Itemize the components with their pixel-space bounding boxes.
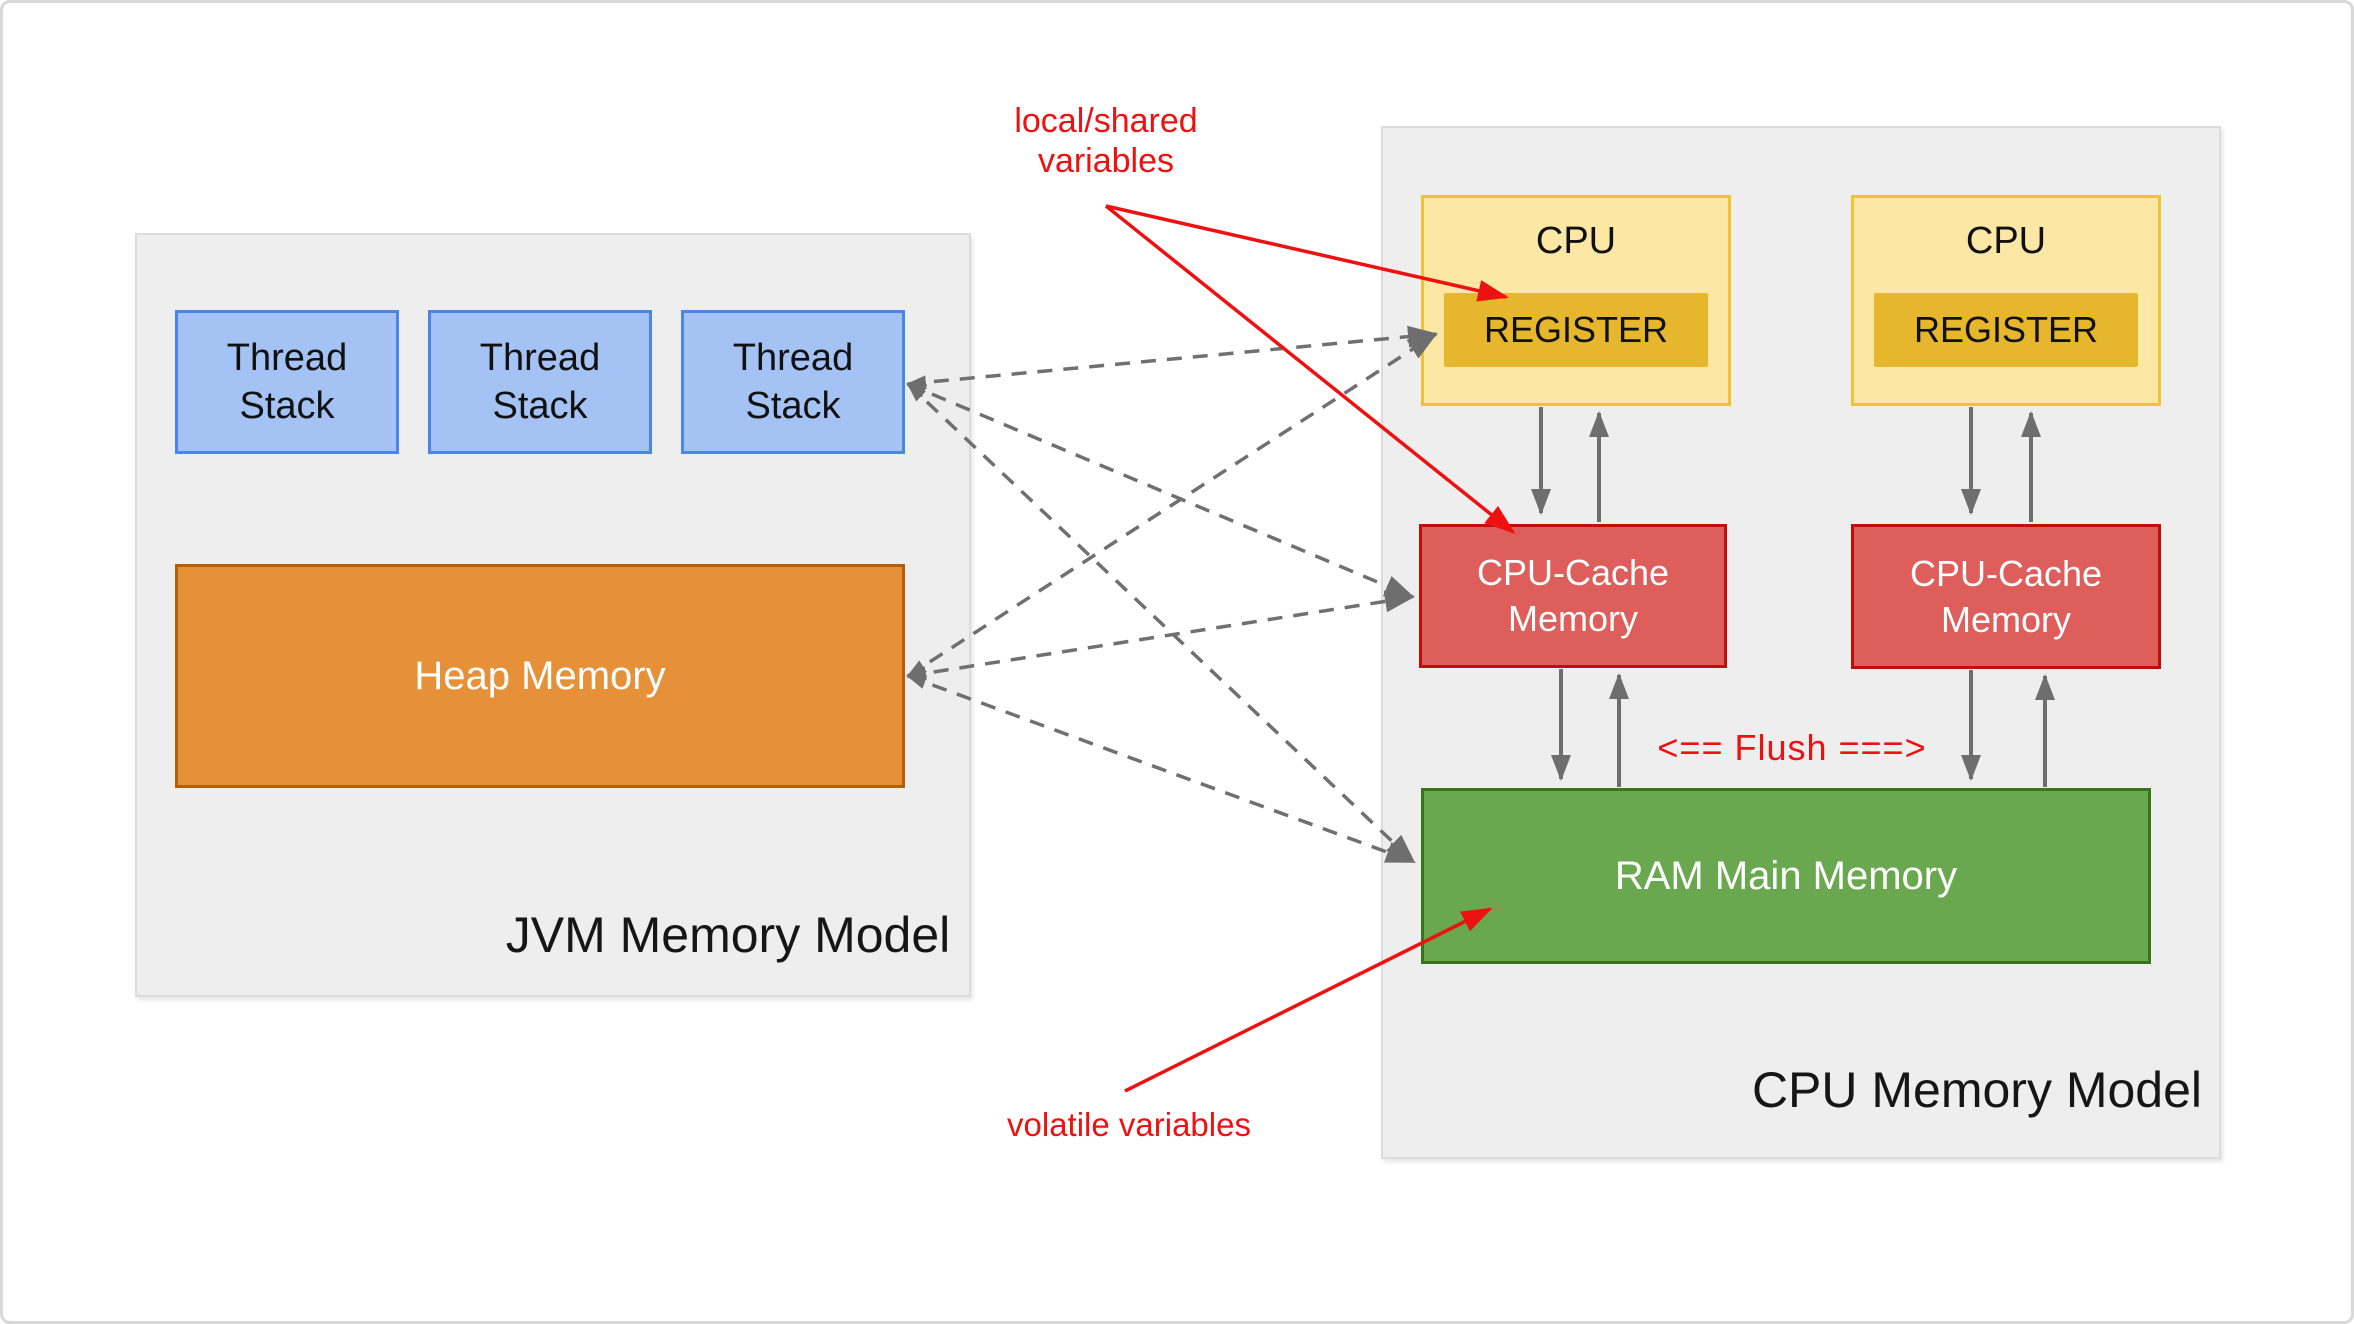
local-shared-line1: local/shared xyxy=(1014,102,1198,140)
thread-stack-label: Thread Stack xyxy=(226,337,348,427)
dashed-arrow-heap-to-cache xyxy=(906,590,1415,681)
dashed-arrow-heap-to-register xyxy=(906,332,1438,678)
cpu-cache-box-2: CPU-Cache Memory xyxy=(1851,524,2161,669)
register-label: REGISTER xyxy=(1483,309,1669,350)
dashed-arrow-thread-stack-to-ram xyxy=(906,382,1416,864)
thread-stack-box-3: Thread Stack xyxy=(681,310,905,454)
ram-main-memory-label: RAM Main Memory xyxy=(1614,853,1958,898)
local-shared-line2: variables xyxy=(1037,142,1175,180)
cpu-cache-label: CPU-Cache Memory xyxy=(1476,552,1670,639)
thread-stack-box-2: Thread Stack xyxy=(428,310,652,454)
register-label: REGISTER xyxy=(1913,309,2099,350)
cpu-label: CPU xyxy=(1535,220,1617,262)
thread-stack-label: Thread Stack xyxy=(479,337,601,427)
ram-main-memory-box: RAM Main Memory xyxy=(1421,788,2151,964)
heap-memory-box: Heap Memory xyxy=(175,564,905,788)
cpu-box-2: CPU REGISTER xyxy=(1851,195,2161,406)
heap-memory-label: Heap Memory xyxy=(414,653,666,698)
cpu-cache-label: CPU-Cache Memory xyxy=(1909,552,2103,640)
register-box-2: REGISTER xyxy=(1874,293,2138,367)
cpu-box-1: CPU REGISTER xyxy=(1421,195,1731,406)
thread-stack-label: Thread Stack xyxy=(732,337,854,427)
register-box-1: REGISTER xyxy=(1444,293,1708,367)
flush-note: <== Flush ===> xyxy=(1657,727,1927,768)
cpu-label: CPU xyxy=(1965,220,2047,262)
local-shared-variables-note: local/shared variables xyxy=(956,101,1256,181)
dashed-arrow-heap-to-ram xyxy=(906,674,1416,864)
cpu-cache-box-1: CPU-Cache Memory xyxy=(1419,524,1727,668)
cpu-model-title: CPU Memory Model xyxy=(1751,1062,2203,1118)
dashed-arrow-thread-stack-to-register xyxy=(906,325,1438,390)
volatile-variables-note: volatile variables xyxy=(1007,1106,1251,1143)
jvm-model-title: JVM Memory Model xyxy=(505,907,951,963)
thread-stack-box-1: Thread Stack xyxy=(175,310,399,454)
dashed-arrow-thread-stack-to-cache xyxy=(906,382,1415,599)
